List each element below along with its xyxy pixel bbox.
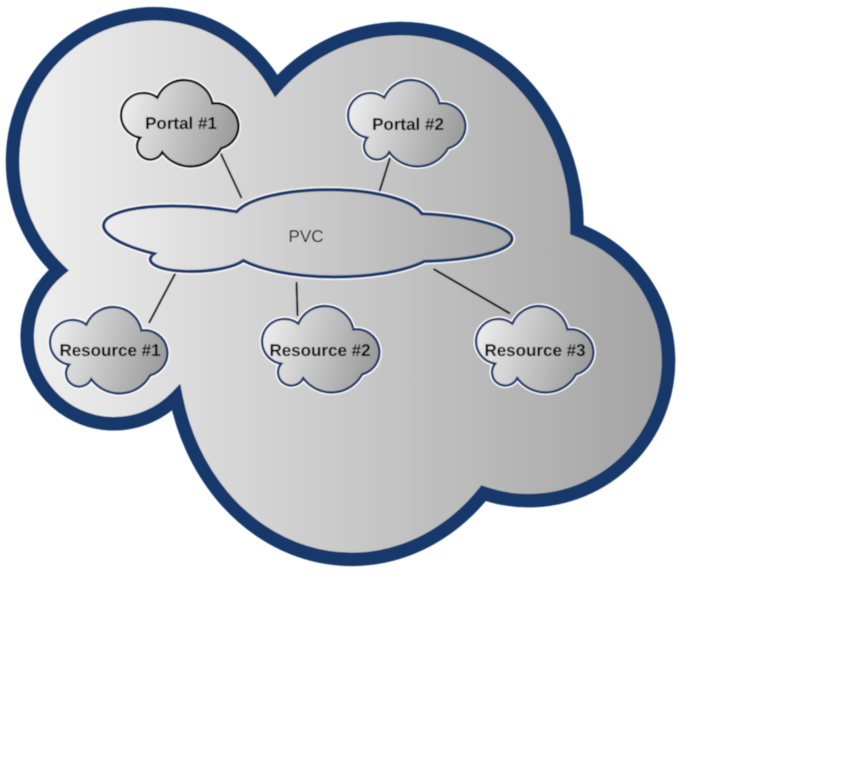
svg-text:Resource #2: Resource #2 <box>269 341 370 360</box>
svg-text:Resource #3: Resource #3 <box>484 341 585 360</box>
svg-text:PVC: PVC <box>289 227 324 246</box>
svg-text:Portal #1: Portal #1 <box>145 114 217 133</box>
svg-text:Resource #1: Resource #1 <box>59 341 160 360</box>
svg-text:Portal #2: Portal #2 <box>372 115 444 134</box>
